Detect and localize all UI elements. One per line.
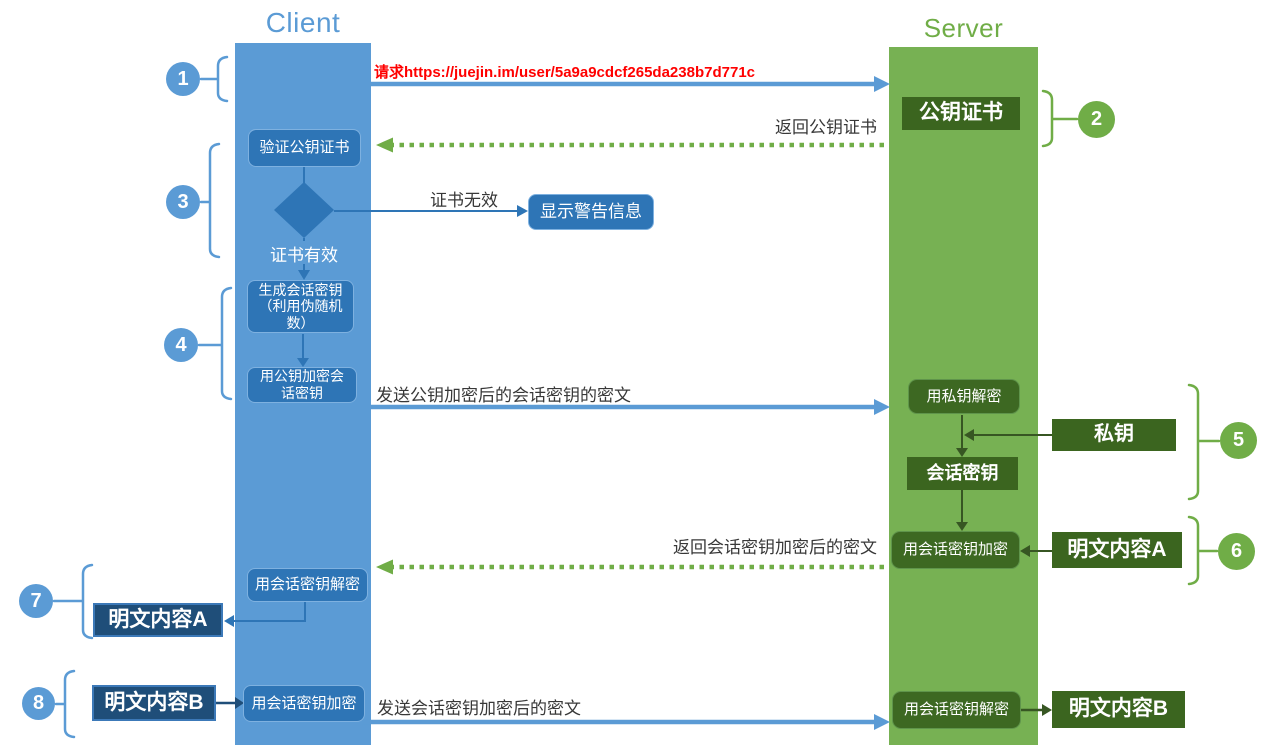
client-plaintext-b-box: 明文内容B — [92, 685, 216, 721]
send-key-arrow-head — [874, 399, 890, 415]
return-cert-label: 返回公钥证书 — [775, 118, 877, 137]
session-key-box: 会话密钥 — [907, 457, 1018, 490]
send-key-label: 发送公钥加密后的会话密钥的密文 — [376, 386, 631, 405]
plaintexta-to-encrypt-head — [1020, 545, 1030, 557]
step-8-badge: 8 — [22, 687, 55, 720]
show-warning-box: 显示警告信息 — [528, 194, 654, 230]
server-title: Server — [923, 13, 1004, 43]
private-decrypt-box: 用私钥解密 — [908, 379, 1020, 414]
decrypt-to-plaintextb-head — [1042, 704, 1052, 716]
generate-session-key-line2: （利用伪随机 — [258, 298, 343, 315]
privatekey-arrow-head — [964, 429, 974, 441]
server-session-decrypt-box: 用会话密钥解密 — [892, 691, 1021, 729]
return-cipher-arrow-head — [376, 559, 393, 575]
pubkey-encrypt-line2: 话密钥 — [281, 385, 323, 401]
generate-session-key-line3: 数） — [286, 314, 315, 331]
privdecrypt-to-sessionkey-head — [956, 448, 968, 457]
client-plaintext-a-box: 明文内容A — [93, 603, 223, 637]
invalid-branch-arrow-head — [517, 205, 528, 217]
request-arrow-head — [874, 76, 890, 92]
step2-bracket — [1041, 89, 1079, 148]
verify-cert-box: 验证公钥证书 — [248, 129, 361, 167]
step1-bracket — [199, 55, 229, 103]
generate-session-key-box: 生成会话密钥 （利用伪随机 数） — [247, 280, 354, 333]
valid-branch-arrow-head — [298, 270, 310, 280]
step-5-badge: 5 — [1220, 422, 1257, 459]
client-session-decrypt-box: 用会话密钥解密 — [247, 568, 368, 602]
step8-bracket — [54, 669, 76, 739]
pubkey-encrypt-line1: 用公钥加密会 — [260, 368, 344, 385]
request-url-label: 请求https://juejin.im/user/5a9a9cdcf265da2… — [374, 64, 755, 81]
generate-session-key-line1: 生成会话密钥 — [258, 281, 343, 298]
step4-bracket — [197, 286, 233, 401]
server-plaintext-a-box: 明文内容A — [1052, 532, 1182, 568]
step-1-badge: 1 — [166, 62, 200, 96]
private-key-box: 私钥 — [1052, 419, 1176, 451]
step6-bracket — [1187, 515, 1219, 586]
plaintextb-to-encrypt-head — [235, 697, 244, 709]
public-cert-box: 公钥证书 — [902, 97, 1020, 130]
step-7-badge: 7 — [19, 584, 53, 618]
cert-invalid-label: 证书无效 — [430, 191, 498, 210]
client-title: Client — [265, 7, 341, 38]
sessionkey-to-encrypt-head — [956, 522, 968, 531]
cert-valid-label: 证书有效 — [253, 241, 355, 265]
step-2-badge: 2 — [1078, 101, 1115, 138]
decrypt-to-plaintexta-head — [224, 615, 234, 627]
server-session-encrypt-box: 用会话密钥加密 — [891, 531, 1020, 569]
server-plaintext-b-box: 明文内容B — [1052, 691, 1185, 728]
return-cipher-label: 返回会话密钥加密后的密文 — [673, 538, 877, 557]
client-session-encrypt-box: 用会话密钥加密 — [243, 685, 365, 722]
decrypt-to-plaintexta-elbow — [234, 602, 306, 622]
return-cert-arrow-head — [376, 137, 393, 153]
step-4-badge: 4 — [164, 328, 198, 362]
step7-bracket — [52, 563, 94, 640]
step-3-badge: 3 — [166, 185, 200, 219]
step3-bracket — [199, 142, 221, 259]
step-6-badge: 6 — [1218, 533, 1255, 570]
pubkey-encrypt-box: 用公钥加密会 话密钥 — [247, 367, 357, 403]
step5-bracket — [1187, 383, 1221, 501]
send-cipher-b-label: 发送会话密钥加密后的密文 — [377, 699, 581, 718]
decision-diamond — [274, 182, 334, 238]
send-cipher-arrow-head — [874, 714, 890, 730]
genkey-to-encrypt-arrow-head — [297, 358, 309, 367]
